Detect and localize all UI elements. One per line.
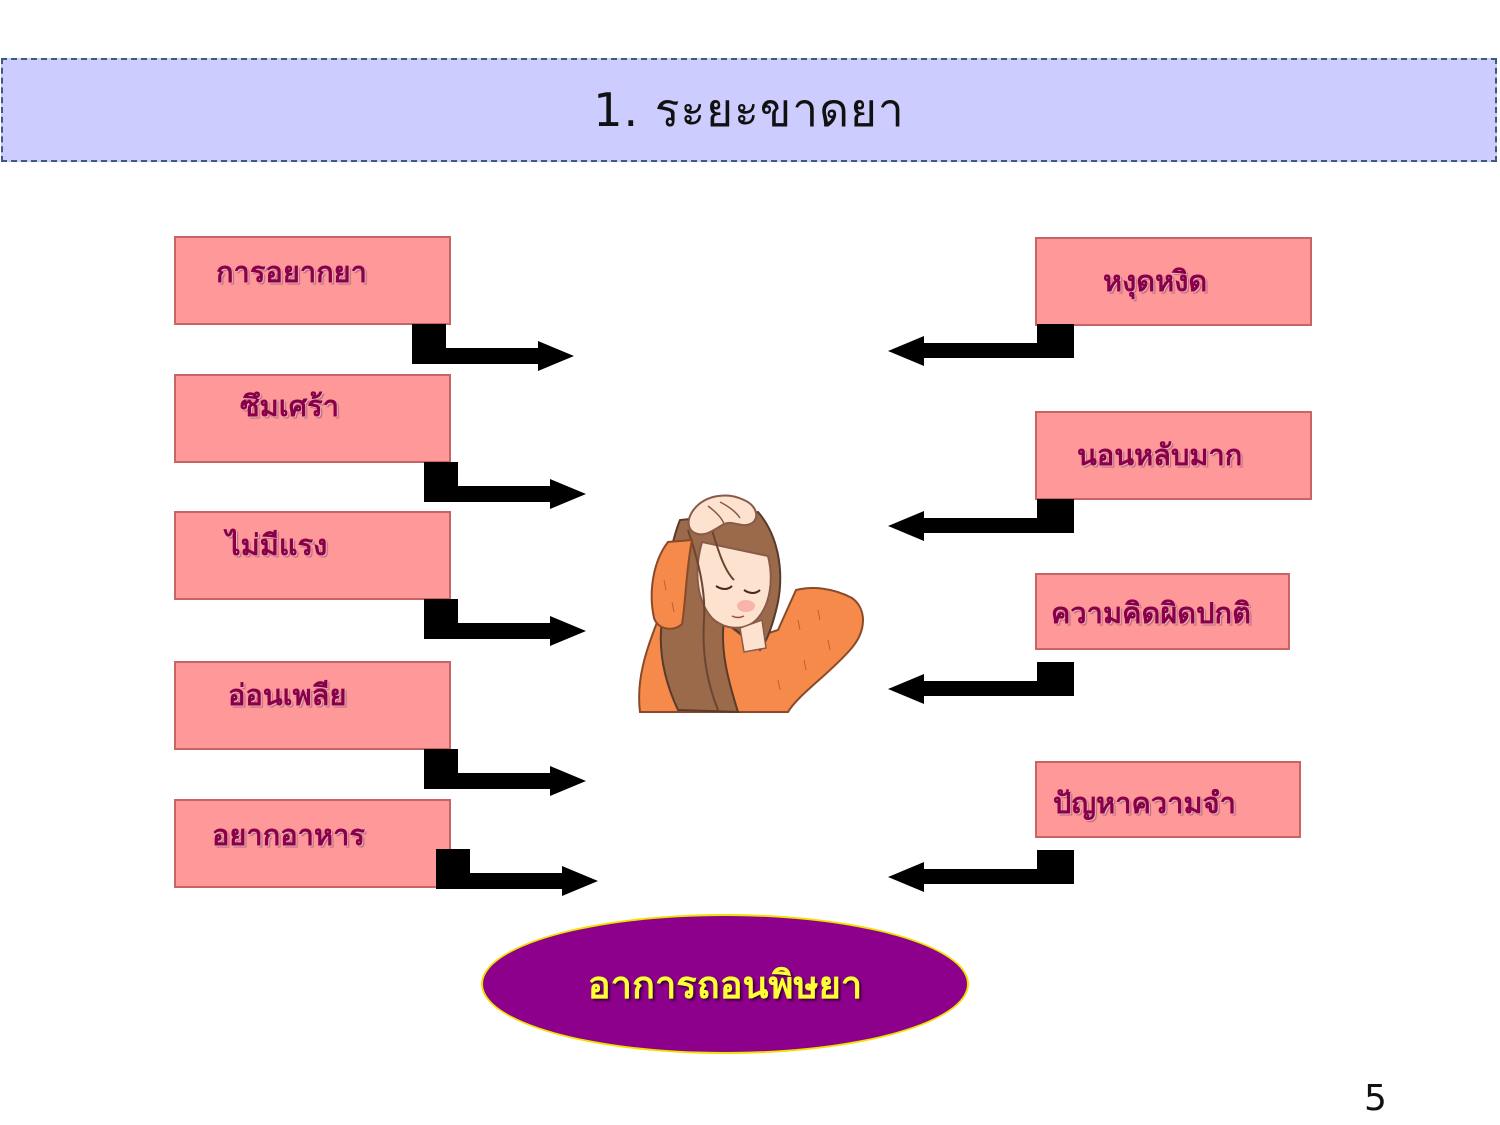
withdrawal-symptoms-oval: อาการถอนพิษยา xyxy=(481,914,969,1054)
symptom-box-appetite: อยากอาหาร xyxy=(174,799,451,888)
symptom-box-craving: การอยากยา xyxy=(174,236,451,325)
symptom-box-oversleeping: นอนหลับมาก xyxy=(1035,411,1312,500)
arrow-left xyxy=(888,499,1074,541)
symptom-box-irritability: หงุดหงิด xyxy=(1035,237,1312,326)
arrow-left xyxy=(888,850,1074,892)
symptom-box-memory-problems: ปัญหาความจำ xyxy=(1035,761,1301,838)
slide-title: 1. ระยะขาดยา xyxy=(593,82,905,137)
symptom-label: ไม่มีแรง xyxy=(226,528,328,562)
arrow-left xyxy=(888,324,1074,366)
arrow-right xyxy=(424,462,586,509)
symptom-label: อ่อนเพลีย xyxy=(228,678,347,712)
arrow-left xyxy=(888,662,1074,704)
arrow-right xyxy=(424,749,586,796)
symptom-label: การอยากยา xyxy=(216,255,367,289)
page-number: 5 xyxy=(1364,1078,1387,1119)
symptom-box-depression: ซึมเศร้า xyxy=(174,374,451,463)
title-bar: 1. ระยะขาดยา xyxy=(1,58,1497,162)
symptom-label: นอนหลับมาก xyxy=(1077,438,1243,472)
symptom-label: ความคิดผิดปกติ xyxy=(1051,596,1251,630)
center-label: อาการถอนพิษยา xyxy=(587,962,863,1007)
symptom-label: อยากอาหาร xyxy=(212,818,365,852)
symptom-box-no-strength: ไม่มีแรง xyxy=(174,511,451,600)
arrow-right xyxy=(436,849,598,896)
symptom-label: ปัญหาความจำ xyxy=(1053,786,1236,820)
symptom-label: หงุดหงิด xyxy=(1103,264,1208,298)
distressed-woman-illustration xyxy=(638,494,864,714)
symptom-label: ซึมเศร้า xyxy=(240,389,339,423)
symptom-box-fatigue: อ่อนเพลีย xyxy=(174,661,451,750)
arrow-right xyxy=(412,324,574,371)
arrow-right xyxy=(424,599,586,646)
symptom-box-abnormal-thinking: ความคิดผิดปกติ xyxy=(1035,573,1290,650)
